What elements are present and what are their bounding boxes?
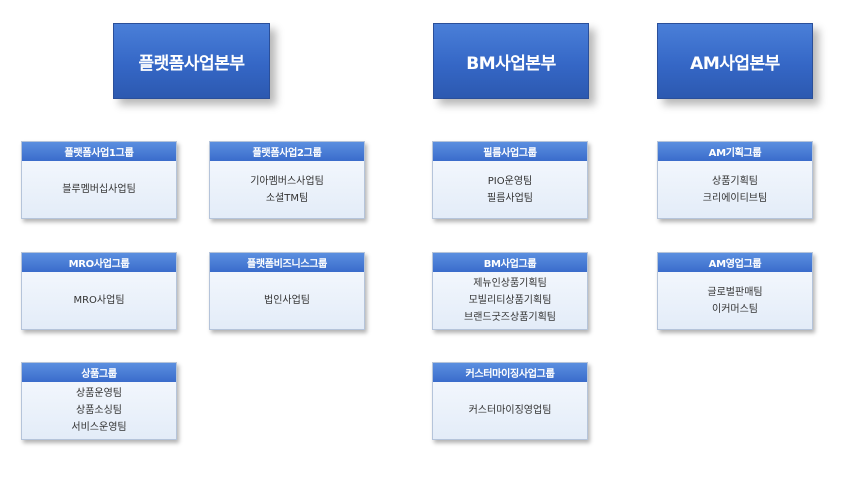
group-teams: PIO운영팀 필름사업팀	[433, 161, 587, 218]
team-item: 기아멤버스사업팀	[250, 175, 324, 187]
team-item: 필름사업팀	[487, 192, 533, 204]
group-mro: MRO사업그룹 MRO사업팀	[21, 252, 177, 330]
group-teams: 상품기획팀 크리에이티브팀	[658, 161, 812, 218]
team-item: 이커머스팀	[712, 303, 758, 315]
group-teams: 기아멤버스사업팀 소셜TM팀	[210, 161, 364, 218]
group-title: BM사업그룹	[433, 253, 587, 272]
group-customizing: 커스터마이징사업그룹 커스터마이징영업팀	[432, 362, 588, 440]
group-title: 필름사업그룹	[433, 142, 587, 161]
group-title: MRO사업그룹	[22, 253, 176, 272]
group-teams: 글로벌판매팀 이커머스팀	[658, 272, 812, 329]
group-product: 상품그룹 상품운영팀 상품소싱팀 서비스운영팀	[21, 362, 177, 440]
group-platform-2: 플랫폼사업2그룹 기아멤버스사업팀 소셜TM팀	[209, 141, 365, 219]
group-title: 플랫폼사업1그룹	[22, 142, 176, 161]
team-item: 서비스운영팀	[71, 422, 127, 433]
team-item: 법인사업팀	[264, 295, 310, 306]
division-label: BM사업본부	[466, 53, 556, 74]
group-teams: 법인사업팀	[210, 272, 364, 329]
group-teams: 커스터마이징영업팀	[433, 382, 587, 439]
team-item: 소셜TM팀	[265, 192, 309, 204]
group-platform-business: 플랫폼비즈니스그룹 법인사업팀	[209, 252, 365, 330]
group-bm: BM사업그룹 제뉴인상품기획팀 모빌리티상품기획팀 브랜드굿즈상품기획팀	[432, 252, 588, 330]
division-platform: 플랫폼사업본부	[113, 23, 270, 99]
team-item: 상품기획팀	[712, 175, 758, 187]
team-item: 커스터마이징영업팀	[468, 405, 552, 416]
group-film: 필름사업그룹 PIO운영팀 필름사업팀	[432, 141, 588, 219]
group-title: 상품그룹	[22, 363, 176, 382]
division-bm: BM사업본부	[433, 23, 589, 99]
division-am: AM사업본부	[657, 23, 813, 99]
group-teams: MRO사업팀	[22, 272, 176, 329]
team-item: 글로벌판매팀	[707, 286, 763, 298]
team-item: 브랜드굿즈상품기획팀	[464, 312, 556, 323]
team-item: 제뉴인상품기획팀	[473, 278, 547, 289]
division-label: 플랫폼사업본부	[138, 53, 245, 74]
group-am-sales: AM영업그룹 글로벌판매팀 이커머스팀	[657, 252, 813, 330]
group-title: 커스터마이징사업그룹	[433, 363, 587, 382]
team-item: MRO사업팀	[73, 295, 125, 306]
group-title: AM영업그룹	[658, 253, 812, 272]
team-item: 크리에이티브팀	[702, 192, 768, 204]
group-teams: 제뉴인상품기획팀 모빌리티상품기획팀 브랜드굿즈상품기획팀	[433, 272, 587, 329]
team-item: 모빌리티상품기획팀	[468, 295, 552, 306]
team-item: 블루멤버십사업팀	[62, 184, 136, 195]
group-title: AM기획그룹	[658, 142, 812, 161]
group-platform-1: 플랫폼사업1그룹 블루멤버십사업팀	[21, 141, 177, 219]
group-teams: 블루멤버십사업팀	[22, 161, 176, 218]
team-item: 상품운영팀	[76, 388, 122, 399]
group-title: 플랫폼비즈니스그룹	[210, 253, 364, 272]
group-teams: 상품운영팀 상품소싱팀 서비스운영팀	[22, 382, 176, 439]
division-label: AM사업본부	[690, 53, 780, 74]
team-item: PIO운영팀	[487, 175, 533, 187]
team-item: 상품소싱팀	[76, 405, 122, 416]
group-am-planning: AM기획그룹 상품기획팀 크리에이티브팀	[657, 141, 813, 219]
group-title: 플랫폼사업2그룹	[210, 142, 364, 161]
